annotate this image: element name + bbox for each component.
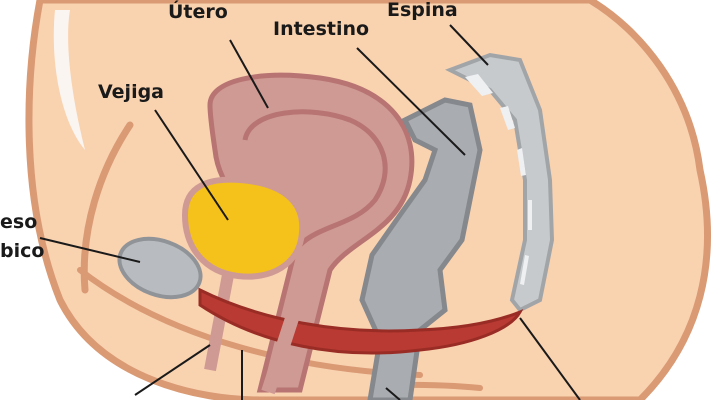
label-espina: Espina bbox=[387, 0, 458, 21]
skin-highlight bbox=[53, 10, 85, 150]
label-hueso-pubico-line2: bico bbox=[0, 240, 45, 262]
uterus bbox=[207, 72, 415, 393]
urethra bbox=[204, 273, 234, 372]
bladder bbox=[181, 176, 306, 280]
uterus-inner bbox=[242, 109, 388, 247]
label-vejiga: Vejiga bbox=[98, 81, 164, 103]
leader-lines bbox=[39, 24, 581, 400]
pubic-bone bbox=[117, 236, 203, 300]
leg-crease bbox=[80, 121, 134, 294]
pubic-curve bbox=[77, 267, 423, 378]
vertebrae-highlights bbox=[465, 74, 532, 285]
spine bbox=[445, 52, 555, 313]
label-intestino: Intestino bbox=[273, 18, 370, 40]
uterus-channel bbox=[261, 297, 305, 395]
label-utero: Útero bbox=[168, 1, 228, 23]
intestine bbox=[359, 97, 483, 400]
label-hueso-pubico-line1: eso bbox=[0, 211, 38, 233]
